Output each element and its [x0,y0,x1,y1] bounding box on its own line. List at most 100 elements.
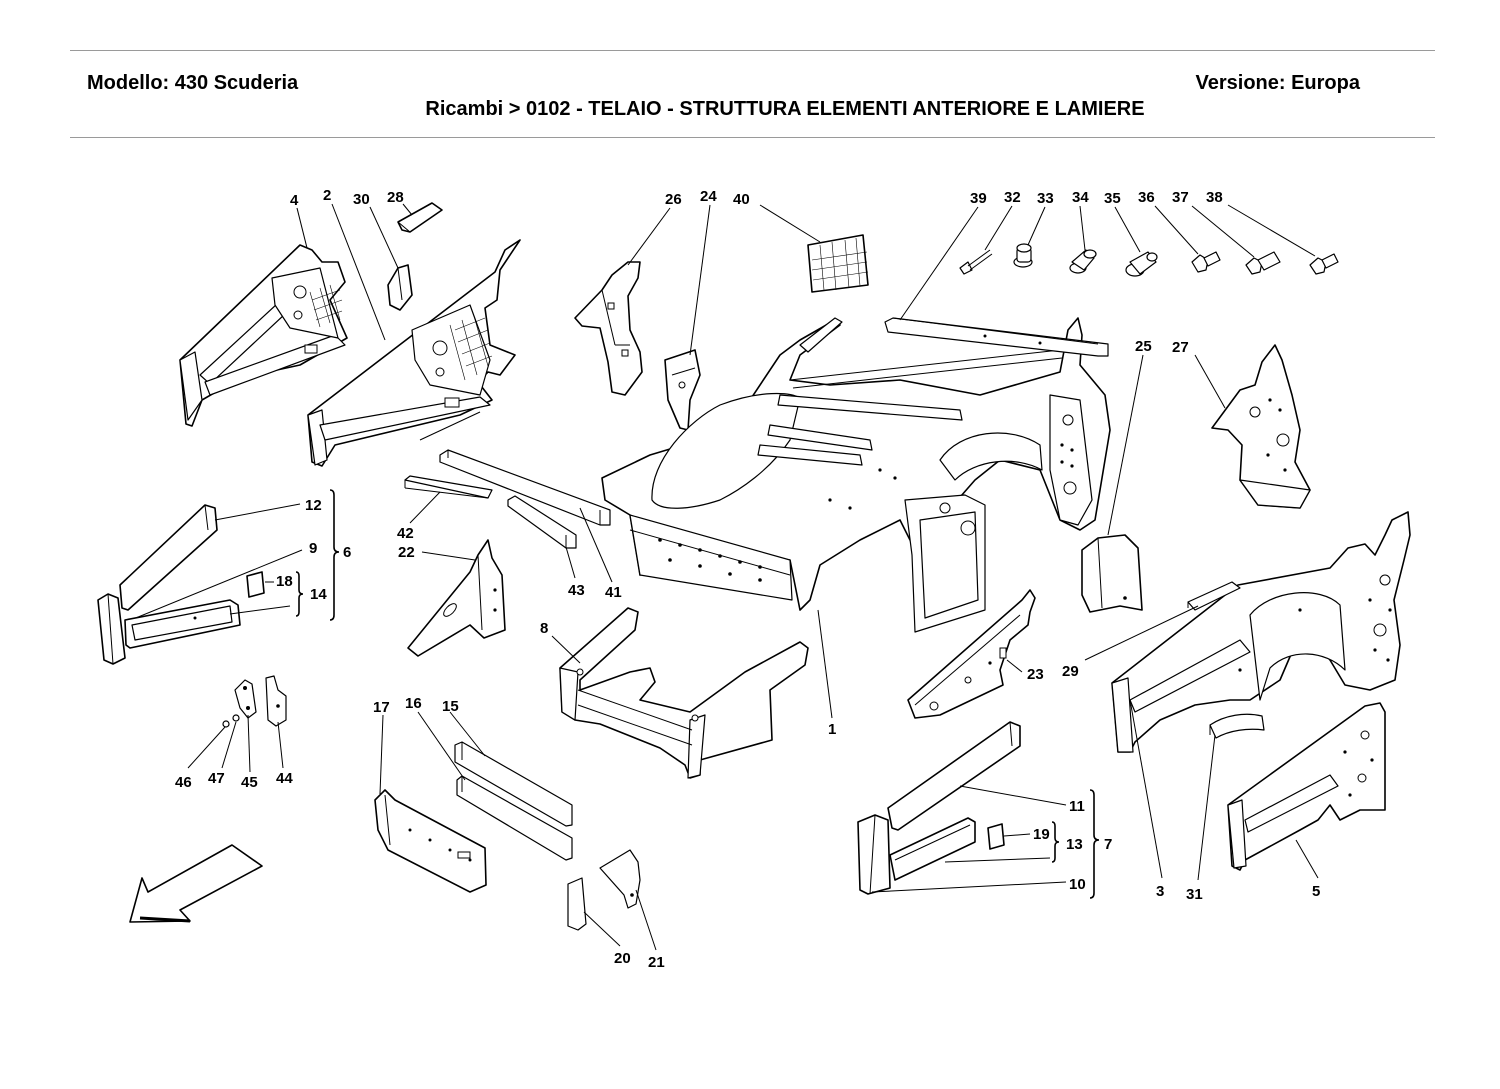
label-6: 6 [343,544,351,561]
label-40: 40 [733,191,750,208]
part-42-drawing [404,475,493,499]
label-9: 9 [309,540,317,557]
part-30-drawing [387,264,413,311]
part-23-drawing [907,589,1036,719]
label-21: 21 [648,954,665,971]
part-3-drawing [1111,511,1411,753]
label-47: 47 [208,770,225,787]
part-26-drawing [574,261,643,396]
label-28: 28 [387,189,404,206]
label-12: 12 [305,497,322,514]
fastener-33-drawing [1013,243,1033,268]
label-36: 36 [1138,189,1155,206]
part-46-drawing [222,720,230,728]
part-25-drawing [1081,534,1143,613]
label-32: 32 [1004,189,1021,206]
label-29: 29 [1062,663,1079,680]
label-7: 7 [1104,836,1112,853]
label-45: 45 [241,774,258,791]
label-43: 43 [568,582,585,599]
fastener-32-drawing [959,249,993,275]
label-39: 39 [970,190,987,207]
part-31-drawing [1209,713,1265,739]
part-41-drawing [439,449,611,526]
part-47-drawing [232,714,240,722]
label-25: 25 [1135,338,1152,355]
part-15-drawing [454,741,573,827]
part-45-drawing [234,679,257,719]
part-13-drawing [889,817,976,881]
label-1: 1 [828,721,836,738]
label-2: 2 [323,187,331,204]
part-21-drawing [599,849,641,909]
part-17-drawing [374,789,487,893]
part-19-drawing [987,823,1005,850]
label-35: 35 [1104,190,1121,207]
label-10: 10 [1069,876,1086,893]
label-22: 22 [398,544,415,561]
label-19: 19 [1033,826,1050,843]
part-22-drawing [407,539,506,657]
front-direction-arrow [129,844,263,923]
label-3: 3 [1156,883,1164,900]
label-14: 14 [310,586,327,603]
part-14-drawing [124,599,241,649]
part-10-drawing [857,814,891,895]
brace-6 [329,489,340,621]
fastener-34-drawing [1069,249,1097,274]
label-33: 33 [1037,190,1054,207]
brace-14 [295,571,304,617]
part-2-drawing [307,239,521,467]
label-4: 4 [290,192,299,209]
fastener-36-drawing [1191,251,1221,273]
part-4-drawing [179,244,348,427]
brace-7 [1089,789,1100,899]
part-27-drawing [1211,344,1311,509]
fastener-37-drawing [1245,251,1281,275]
part-1-drawing [601,317,1111,633]
label-26: 26 [665,191,682,208]
part-29-drawing [1187,581,1241,611]
part-18-drawing [246,571,265,598]
brace-13 [1051,821,1060,863]
part-5-drawing [1227,702,1386,871]
label-37: 37 [1172,189,1189,206]
label-17: 17 [373,699,390,716]
label-38: 38 [1206,189,1223,206]
fastener-38-drawing [1309,253,1339,275]
part-20-drawing [567,877,587,931]
label-31: 31 [1186,886,1203,903]
label-27: 27 [1172,339,1189,356]
label-20: 20 [614,950,631,967]
label-30: 30 [353,191,370,208]
part-24-drawing [664,349,701,431]
part-40-drawing [807,234,869,293]
part-9-drawing [97,593,126,665]
part-8-drawing [559,607,809,779]
part-44-drawing [265,675,287,727]
label-11: 11 [1069,798,1085,815]
version-title: Versione: Europa [1195,72,1361,94]
label-44: 44 [276,770,293,787]
label-42: 42 [397,525,414,542]
label-15: 15 [442,698,459,715]
label-46: 46 [175,774,192,791]
part-11-drawing [887,721,1021,831]
label-8: 8 [540,620,548,637]
section-title: Ricambi > 0102 - TELAIO - STRUTTURA ELEM… [425,98,1145,120]
label-18: 18 [276,573,293,590]
label-13: 13 [1066,836,1083,853]
header-bottom-rule [70,137,1435,138]
label-34: 34 [1072,189,1089,206]
label-5: 5 [1312,883,1320,900]
part-12-drawing [119,504,218,611]
fastener-35-drawing [1125,251,1158,277]
part-28-drawing [397,202,443,233]
label-41: 41 [605,584,622,601]
label-23: 23 [1027,666,1044,683]
part-39-drawing [884,317,1109,357]
label-16: 16 [405,695,422,712]
model-title: Modello: 430 Scuderia [87,72,299,94]
part-43-drawing [507,495,577,549]
